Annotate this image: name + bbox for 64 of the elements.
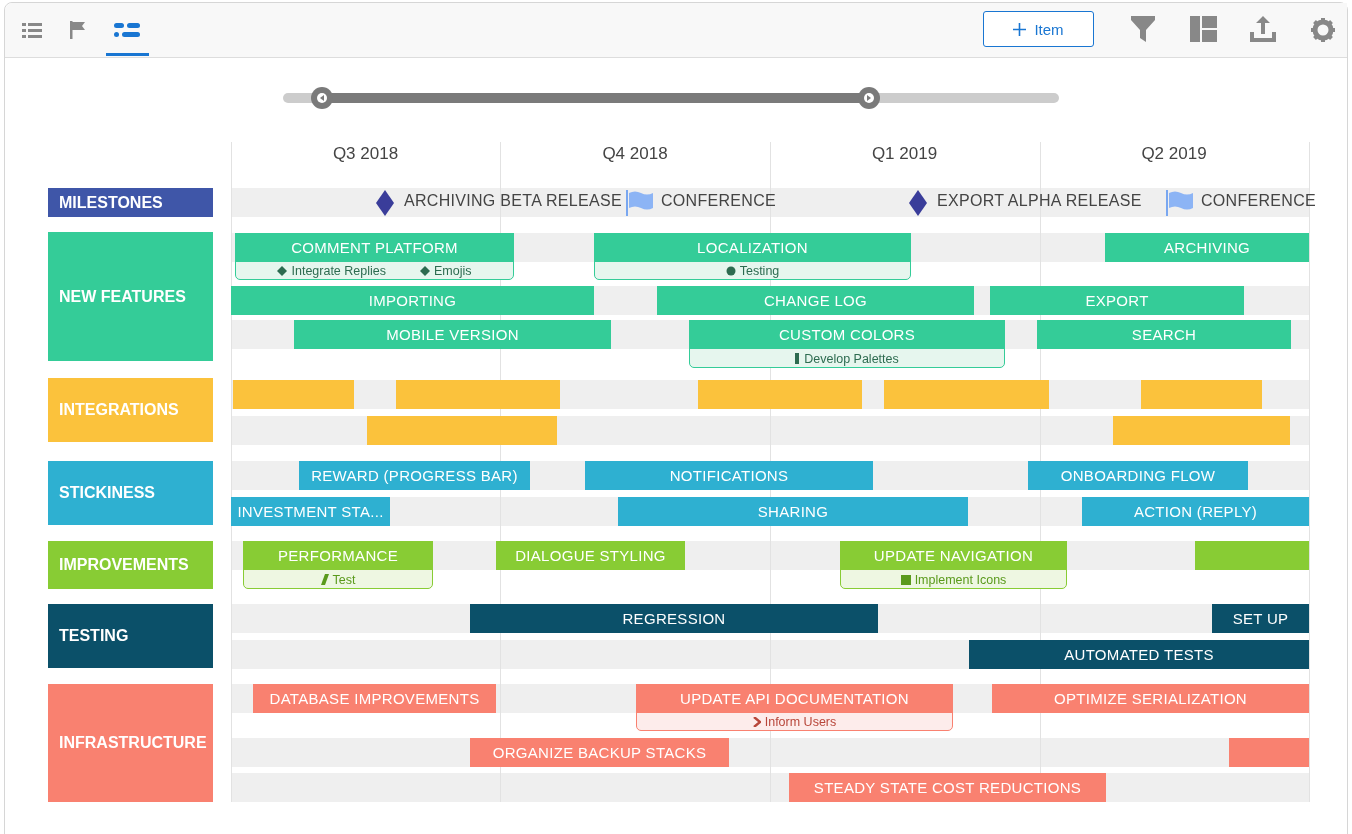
category-label: MILESTONES xyxy=(48,188,213,217)
task-bar: OPTIMIZE SERIALIZATION xyxy=(992,684,1309,713)
task-card xyxy=(235,233,514,280)
task-bar: STEADY STATE COST REDUCTIONS xyxy=(789,773,1106,802)
task-bar: UPDATE NAVIGATION xyxy=(840,541,1067,570)
task-bar: COMMENT PLATFORM xyxy=(235,233,514,262)
task-card xyxy=(840,541,1067,589)
quarter-header: Q2 2019 xyxy=(1140,144,1208,164)
task-bar xyxy=(1195,541,1309,570)
task-card xyxy=(243,541,433,589)
quarter-header: Q3 2018 xyxy=(331,144,400,164)
subtask-label: Inform Users xyxy=(764,715,837,729)
task-bar: ARCHIVING xyxy=(1105,233,1309,262)
task-bar xyxy=(884,380,1049,409)
category-label: IMPROVEMENTS xyxy=(48,541,213,589)
milestone-label: CONFERENCE xyxy=(661,192,776,210)
quarter-header: Q4 2018 xyxy=(601,144,669,164)
category-label: STICKINESS xyxy=(48,461,213,525)
task-bar: LOCALIZATION xyxy=(594,233,911,262)
subtask-label: Test xyxy=(332,572,356,587)
task-bar xyxy=(233,380,354,409)
task-bar: NOTIFICATIONS xyxy=(585,461,873,490)
task-bar: DIALOGUE STYLING xyxy=(496,541,685,570)
milestone-label: CONFERENCE xyxy=(1201,192,1316,210)
task-bar: SEARCH xyxy=(1037,320,1291,349)
task-bar: REWARD (PROGRESS BAR) xyxy=(299,461,530,490)
category-label: TESTING xyxy=(48,604,213,668)
subtask-label: Testing xyxy=(739,264,780,278)
task-bar: CHANGE LOG xyxy=(657,286,974,315)
task-bar xyxy=(1141,380,1262,409)
category-label: INFRASTRUCTURE xyxy=(48,684,213,802)
task-bar xyxy=(698,380,862,409)
task-bar: AUTOMATED TESTS xyxy=(969,640,1309,669)
subtask-label: Integrate Replies xyxy=(291,264,386,278)
task-bar: ACTION (REPLY) xyxy=(1082,497,1309,526)
task-bar: UPDATE API DOCUMENTATION xyxy=(636,684,953,713)
milestone-label: EXPORT ALPHA RELEASE xyxy=(937,192,1142,210)
category-label: INTEGRATIONS xyxy=(48,378,213,442)
task-bar xyxy=(1113,416,1290,445)
task-card xyxy=(594,233,911,280)
quarter-header: Q1 2019 xyxy=(870,144,939,164)
task-bar: DATABASE IMPROVEMENTS xyxy=(253,684,496,713)
category-label: NEW FEATURES xyxy=(48,232,213,361)
task-bar: REGRESSION xyxy=(470,604,878,633)
task-bar: INVESTMENT STA... xyxy=(231,497,390,526)
task-bar: ONBOARDING FLOW xyxy=(1028,461,1248,490)
task-bar: PERFORMANCE xyxy=(243,541,433,570)
subtask-label: Develop Palettes xyxy=(804,351,899,366)
task-bar: SHARING xyxy=(618,497,968,526)
task-bar: CUSTOM COLORS xyxy=(689,320,1005,349)
task-bar xyxy=(396,380,560,409)
milestone-label: ARCHIVING BETA RELEASE xyxy=(404,192,622,210)
task-bar xyxy=(1229,738,1309,767)
subtask-label: Emojis xyxy=(434,264,472,278)
subtask-label: Implement Icons xyxy=(914,572,1007,587)
task-bar: ORGANIZE BACKUP STACKS xyxy=(470,738,729,767)
task-card xyxy=(689,320,1005,368)
task-bar xyxy=(367,416,557,445)
add-item-button: Item xyxy=(983,11,1094,47)
task-card xyxy=(636,684,953,731)
task-bar: EXPORT xyxy=(990,286,1244,315)
task-bar: SET UP xyxy=(1212,604,1309,633)
task-bar: MOBILE VERSION xyxy=(294,320,611,349)
task-bar: IMPORTING xyxy=(231,286,594,315)
